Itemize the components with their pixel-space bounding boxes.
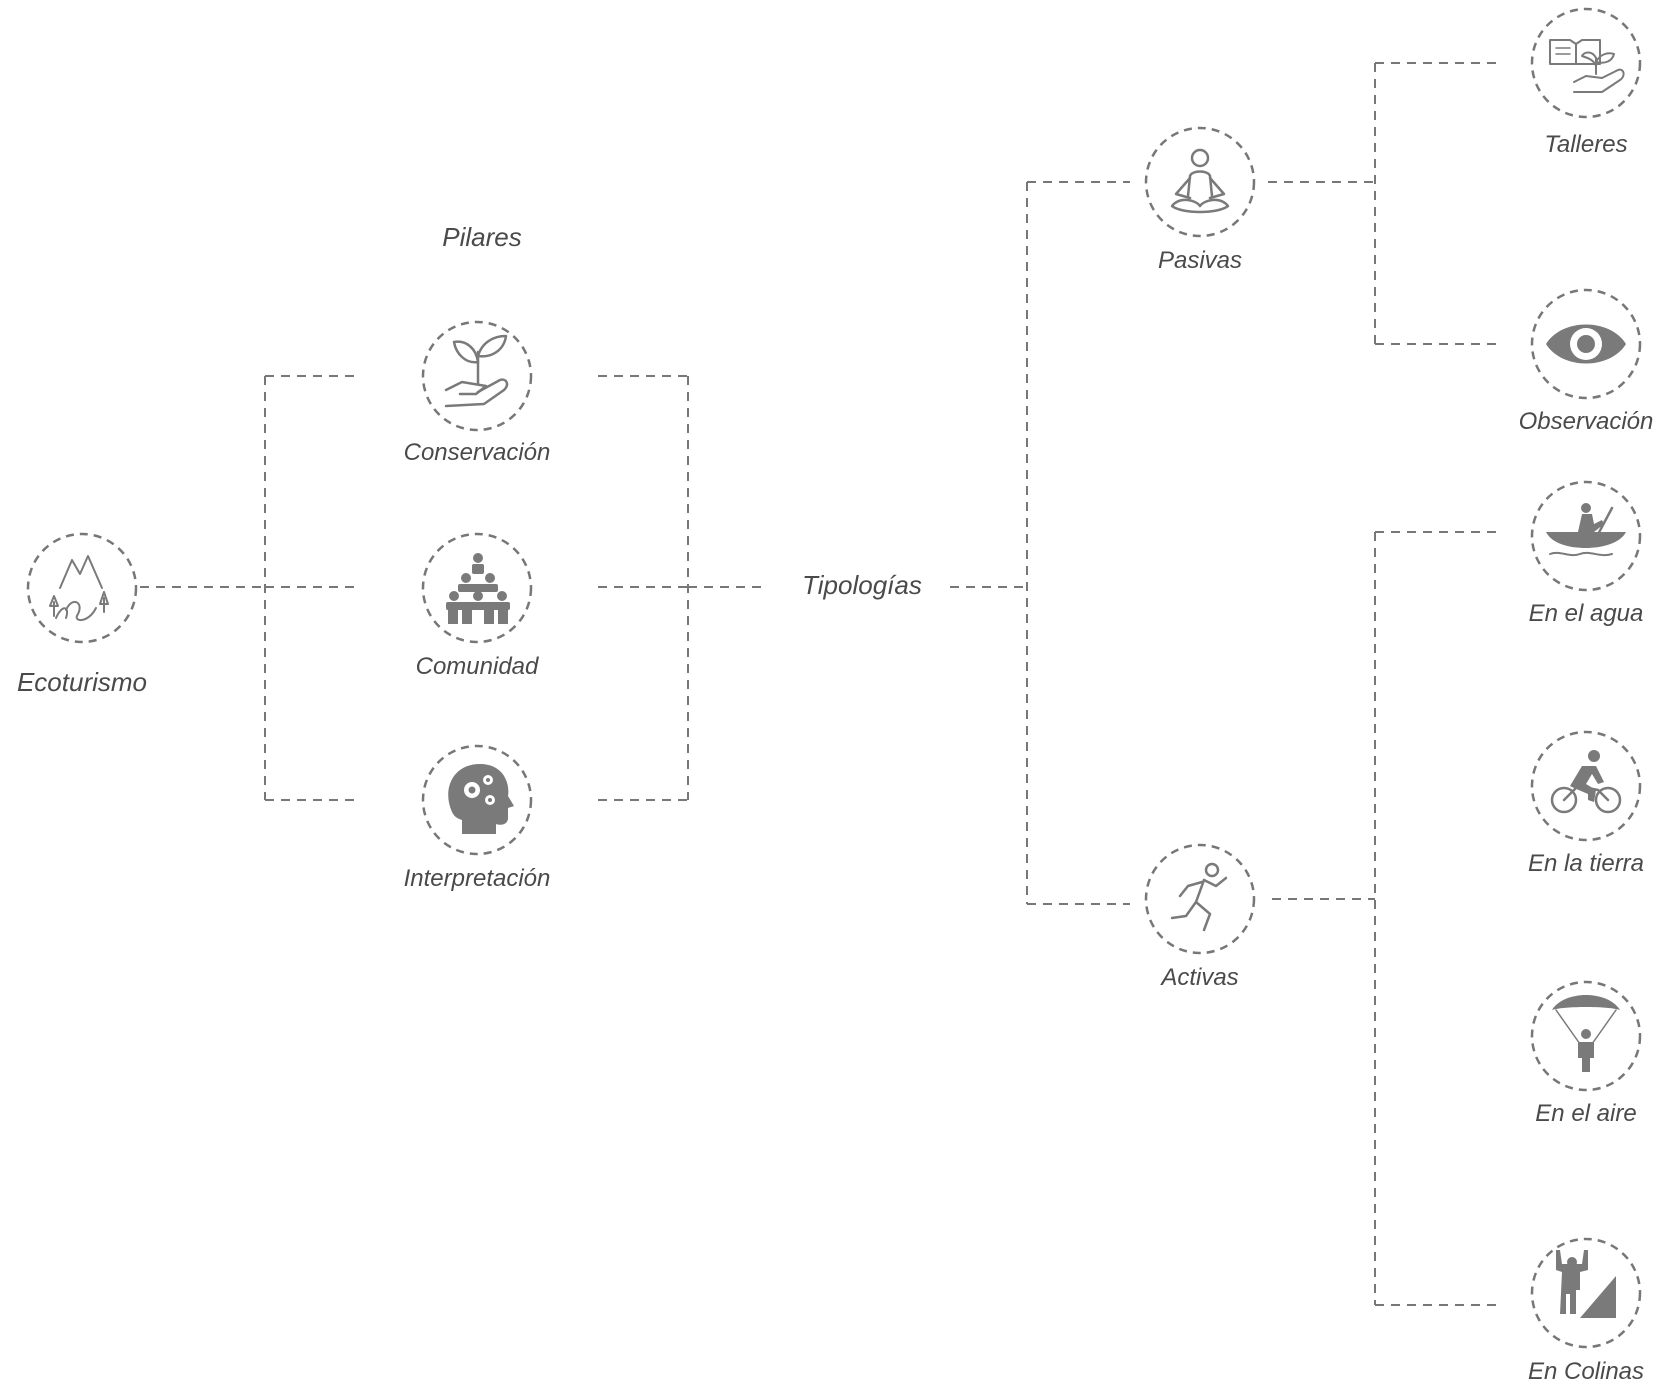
meditation-icon: [1170, 148, 1230, 214]
landscape-icon: [49, 555, 109, 621]
node-label: Interpretación: [404, 865, 551, 892]
node-label: En el aire: [1535, 1100, 1636, 1127]
node-ring: [1144, 126, 1256, 238]
node-observacion: Observación: [1519, 288, 1654, 435]
eye-icon: [1546, 324, 1626, 364]
node-label: En la tierra: [1528, 850, 1644, 877]
node-ecoturismo: Ecoturismo: [17, 532, 147, 697]
node-ring: [26, 532, 138, 644]
cyclist-icon: [1550, 750, 1622, 814]
book-plant-icon: [1549, 39, 1625, 93]
node-en-el-agua: En el agua: [1529, 480, 1644, 627]
node-conservacion: Conservación: [404, 320, 551, 466]
pillars-heading: Pilares: [442, 222, 521, 252]
node-label: Ecoturismo: [17, 667, 147, 697]
node-ring: [1144, 843, 1256, 955]
plant-in-hand-icon: [444, 334, 509, 408]
tipologias-label: Tipologías: [802, 570, 922, 600]
connectors: [140, 62, 1500, 1306]
node-label: Observación: [1519, 408, 1654, 435]
node-pasivas: Pasivas: [1144, 126, 1256, 274]
node-label: Talleres: [1544, 131, 1627, 158]
node-label: En el agua: [1529, 600, 1644, 627]
node-label: Pasivas: [1158, 247, 1242, 274]
node-label: Comunidad: [416, 653, 539, 680]
node-activas: Activas: [1144, 843, 1256, 991]
paraglider-icon: [1552, 995, 1620, 1072]
node-en-colinas: En Colinas: [1528, 1237, 1644, 1385]
node-label: En Colinas: [1528, 1358, 1644, 1385]
node-interpretacion: Interpretación: [404, 744, 551, 892]
canoe-icon: [1546, 503, 1626, 557]
head-gears-icon: [448, 764, 514, 834]
runner-icon: [1170, 862, 1228, 932]
climber-icon: [1556, 1250, 1616, 1318]
node-comunidad: Comunidad: [416, 532, 539, 680]
node-en-el-aire: En el aire: [1530, 980, 1642, 1127]
community-pyramid-icon: [446, 553, 510, 624]
node-talleres: Talleres: [1530, 7, 1642, 158]
node-label: Conservación: [404, 439, 551, 466]
node-en-la-tierra: En la tierra: [1528, 730, 1644, 877]
node-label: Activas: [1159, 964, 1238, 991]
